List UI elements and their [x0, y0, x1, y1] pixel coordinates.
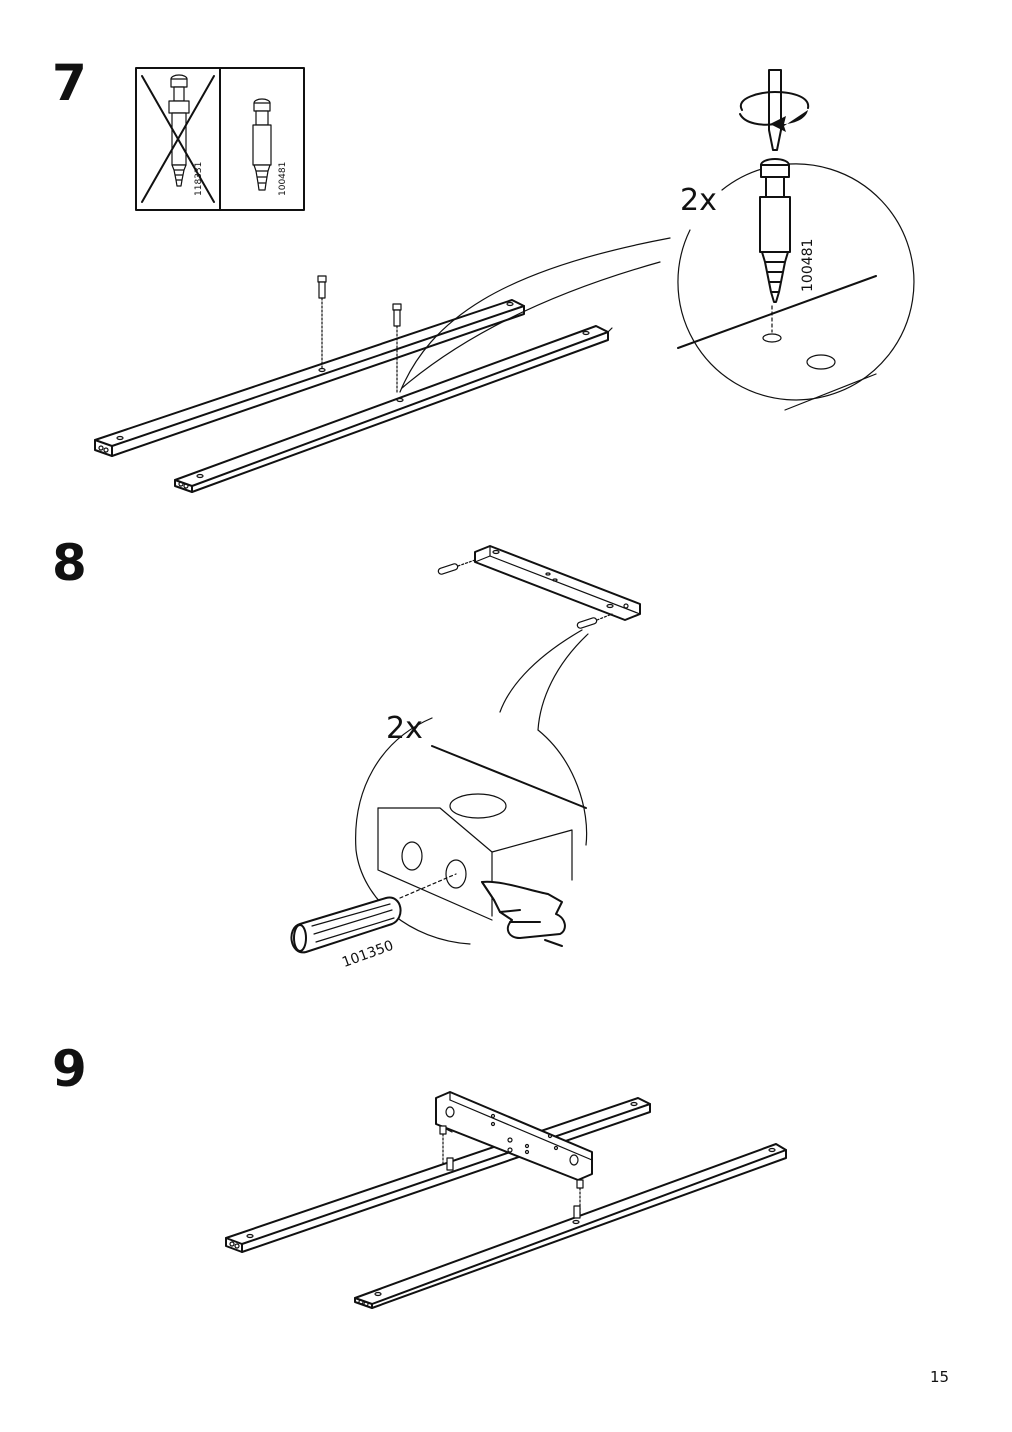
cross-board: [435, 1091, 593, 1181]
step-7-number: 7: [52, 54, 87, 112]
page-number: 15: [930, 1368, 950, 1386]
step-9-number: 9: [52, 1040, 87, 1098]
dowel-1-icon: [437, 559, 476, 575]
connector-right: [573, 1179, 584, 1219]
pressing-hand-icon: [481, 880, 566, 947]
rotate-clockwise-icon: [739, 91, 810, 132]
detail-magnifier-step7: [677, 69, 915, 411]
dowel-2-icon: [576, 613, 613, 629]
part-comparison-box: [135, 67, 305, 211]
step-8-number: 8: [52, 534, 87, 592]
correct-bolt-icon: [252, 98, 272, 191]
step-7-quantity: 2x: [680, 183, 717, 218]
screwdriver-icon: [768, 69, 782, 151]
small-bolt-2-icon: [392, 303, 402, 395]
dowel-detail-icon: [290, 896, 402, 954]
cross-out-icon: [141, 75, 215, 203]
connector-left: [439, 1125, 454, 1171]
rail-left: [94, 299, 525, 457]
end-board: [474, 545, 641, 621]
step-8-quantity: 2x: [386, 711, 423, 746]
small-bolt-1-icon: [317, 275, 327, 369]
rail-right: [174, 325, 613, 493]
detail-magnifier-step8: [290, 717, 588, 954]
rail-front: [354, 1143, 787, 1309]
